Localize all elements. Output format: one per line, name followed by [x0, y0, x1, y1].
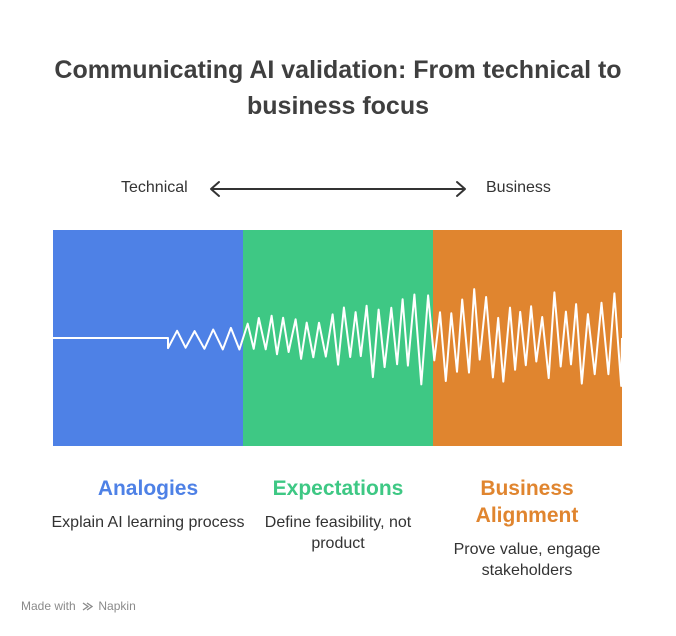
- column-description-business-alignment: Prove value, engage stakeholders: [453, 541, 601, 579]
- column-analogies: Analogies Explain AI learning process: [48, 475, 248, 533]
- column-description-expectations: Define feasibility, not product: [264, 514, 412, 552]
- band-segment-expectations: [243, 230, 433, 446]
- page-title: Communicating AI validation: From techni…: [54, 56, 622, 120]
- column-heading-expectations: Expectations: [272, 477, 404, 500]
- column-heading-analogies: Analogies: [97, 477, 199, 500]
- credit-brand: Napkin: [98, 599, 136, 613]
- column-heading-business-alignment: Business Alignment: [475, 477, 579, 527]
- column-description-analogies: Explain AI learning process: [51, 514, 245, 531]
- made-with-credit: Made with Napkin: [21, 599, 136, 613]
- column-business-alignment: Business Alignment Prove value, engage s…: [427, 475, 627, 581]
- column-expectations: Expectations Define feasibility, not pro…: [238, 475, 438, 554]
- signal-waveform: [53, 288, 622, 387]
- axis-label-technical: Technical: [121, 179, 188, 196]
- credit-prefix: Made with: [21, 599, 76, 613]
- signal-band: [53, 230, 622, 446]
- axis-label-business: Business: [486, 179, 551, 196]
- double-arrow-icon: [210, 181, 466, 197]
- napkin-logo-icon: [82, 602, 94, 611]
